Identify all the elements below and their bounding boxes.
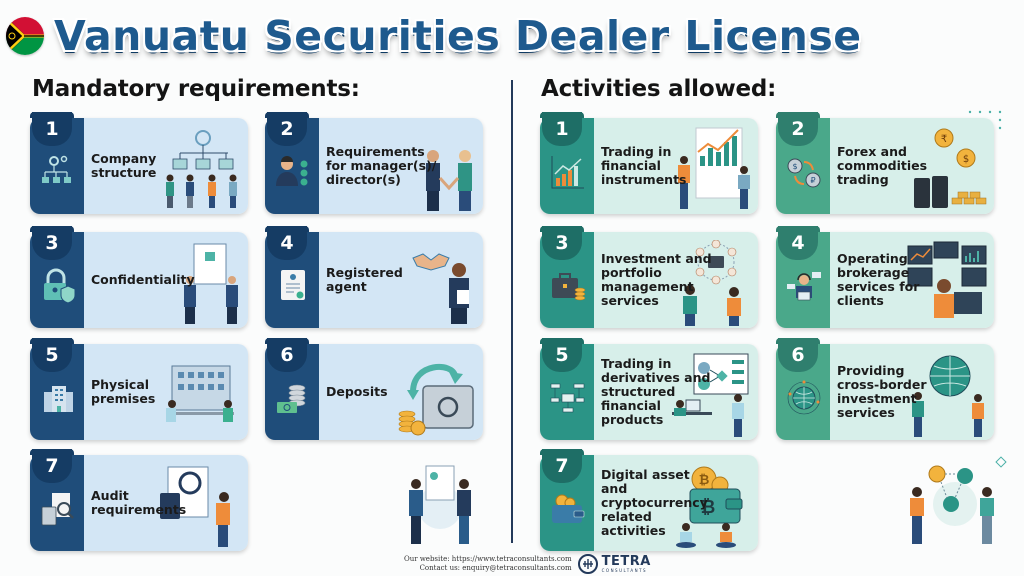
- decorative-dots: [968, 110, 1002, 130]
- number-badge: 1: [30, 112, 74, 146]
- activity-card-6: 6 Providing cross-border investment serv…: [776, 338, 994, 440]
- crypto-wallet-icon: [552, 494, 585, 523]
- mandatory-card-6: 6 Deposits: [265, 338, 483, 440]
- footer-contact[interactable]: Contact us: enquiry@tetraconsultants.com: [419, 564, 572, 572]
- mandatory-card-2: 2 Requirements for manager(s)/ director(…: [265, 112, 483, 214]
- safe-deposit-illustration: [398, 363, 474, 436]
- card-label: Confidentiality: [91, 272, 195, 287]
- activity-card-4: 4 Operating brokerage services for clien…: [776, 226, 994, 328]
- business-partners-illustration: [409, 465, 471, 544]
- number-badge: 6: [265, 338, 309, 372]
- section-divider: [511, 80, 513, 543]
- svg-text:₹: ₹: [941, 134, 947, 145]
- padlock-shield-icon: [44, 268, 76, 304]
- number-badge: 1: [540, 112, 584, 146]
- activity-card-2: 2 $ ₽ Forex and commodities trading ₹ $: [776, 112, 994, 214]
- globe-network-icon: [787, 380, 821, 415]
- office-meeting-illustration: [166, 365, 234, 422]
- card-label: Deposits: [326, 384, 388, 399]
- broker-headset-icon: [787, 272, 821, 301]
- structured-product-diagram-icon: [550, 383, 585, 413]
- mandatory-card-5: 5 Physical premises: [30, 338, 248, 440]
- broker-monitors-illustration: [907, 241, 987, 318]
- footer-website[interactable]: Our website: https://www.tetraconsultant…: [404, 555, 572, 563]
- footer: Our website: https://www.tetraconsultant…: [404, 553, 651, 575]
- activity-card-7: 7 Digital asset and cryptocurrency relat…: [540, 449, 758, 551]
- certificate-document-icon: [281, 270, 305, 300]
- card-label: Trading in financial instruments: [601, 144, 687, 187]
- card-label: Requirements for manager(s)/ director(s): [326, 144, 437, 187]
- svg-text:₽: ₽: [810, 176, 815, 185]
- mandatory-card-3: 3 Confidentiality: [30, 226, 248, 328]
- number-badge: 7: [30, 449, 74, 483]
- brand-subtitle: CONSULTANTS: [601, 568, 648, 573]
- cash-coins-icon: [277, 384, 306, 413]
- number-badge: 4: [265, 226, 309, 260]
- card-label: Providing cross-border investment servic…: [837, 363, 927, 420]
- rising-bar-chart-icon: [551, 156, 584, 189]
- svg-text:$: $: [792, 162, 797, 171]
- vanuatu-flag-icon: [6, 17, 44, 55]
- tetra-logo-icon: [577, 554, 598, 574]
- global-investors-illustration: [912, 355, 984, 437]
- crypto-discussion-illustration: [910, 465, 994, 544]
- card-label: Company structure: [91, 151, 157, 180]
- activities-heading: Activities allowed:: [541, 76, 777, 102]
- commodities-illustration: ₹ $: [914, 128, 987, 208]
- mandatory-card-1: 1 Company structure: [30, 112, 248, 214]
- card-label: Operating brokerage services for clients: [837, 251, 920, 308]
- svg-text:₿: ₿: [701, 497, 716, 518]
- portfolio-advisor-illustration: [683, 240, 741, 326]
- number-badge: 3: [30, 226, 74, 260]
- svg-text:$: $: [963, 154, 969, 165]
- handshake-illustration: [426, 150, 472, 211]
- activity-card-5: 5 Trading in derivatives and structured …: [540, 338, 758, 440]
- manager-checklist-icon: [276, 156, 308, 186]
- card-label: Investment and portfolio management serv…: [601, 251, 712, 308]
- mandatory-card-7: 7 Audit requirements: [30, 449, 248, 551]
- office-building-icon: [44, 386, 73, 412]
- number-badge: 2: [265, 112, 309, 146]
- card-label: Forex and commodities trading: [837, 144, 928, 187]
- derivatives-presentation-illustration: [672, 353, 749, 437]
- team-org-chart-illustration: [166, 130, 237, 208]
- confidential-document-illustration: [184, 243, 238, 324]
- number-badge: 5: [30, 338, 74, 372]
- auditor-illustration: [160, 466, 230, 547]
- briefcase-coins-icon: [552, 273, 586, 301]
- number-badge: 7: [540, 449, 584, 483]
- number-badge: 3: [540, 226, 584, 260]
- card-label: Registered agent: [326, 265, 403, 294]
- org-chart-gears-icon: [42, 155, 71, 183]
- number-badge: 2: [776, 112, 820, 146]
- currency-exchange-icon: $ ₽: [787, 158, 821, 188]
- svg-text:₿: ₿: [699, 473, 710, 488]
- mandatory-heading: Mandatory requirements:: [32, 76, 360, 102]
- calculator-magnifier-icon: [41, 493, 74, 526]
- number-badge: 5: [540, 338, 584, 372]
- activity-card-3: 3 Investment and portfolio management se…: [540, 226, 758, 328]
- title-row: Vanuatu Securities Dealer License: [6, 10, 1016, 62]
- number-badge: 6: [776, 338, 820, 372]
- card-label: Physical premises: [91, 377, 156, 406]
- traders-chart-illustration: [678, 127, 750, 209]
- crypto-users-illustration: ₿ ₿: [676, 466, 743, 548]
- number-badge: 4: [776, 226, 820, 260]
- agent-handshake-illustration: [412, 253, 469, 324]
- activity-card-1: 1 Trading in financial instruments: [540, 112, 758, 214]
- card-label: Audit requirements: [91, 488, 187, 517]
- card-label: Trading in derivatives and structured fi…: [601, 356, 711, 427]
- mandatory-card-4: 4 Registered agent: [265, 226, 483, 328]
- brand-name: TETRA: [601, 554, 651, 569]
- card-label: Digital asset and cryptocurrency related…: [601, 467, 708, 538]
- page-title: Vanuatu Securities Dealer License: [54, 12, 862, 60]
